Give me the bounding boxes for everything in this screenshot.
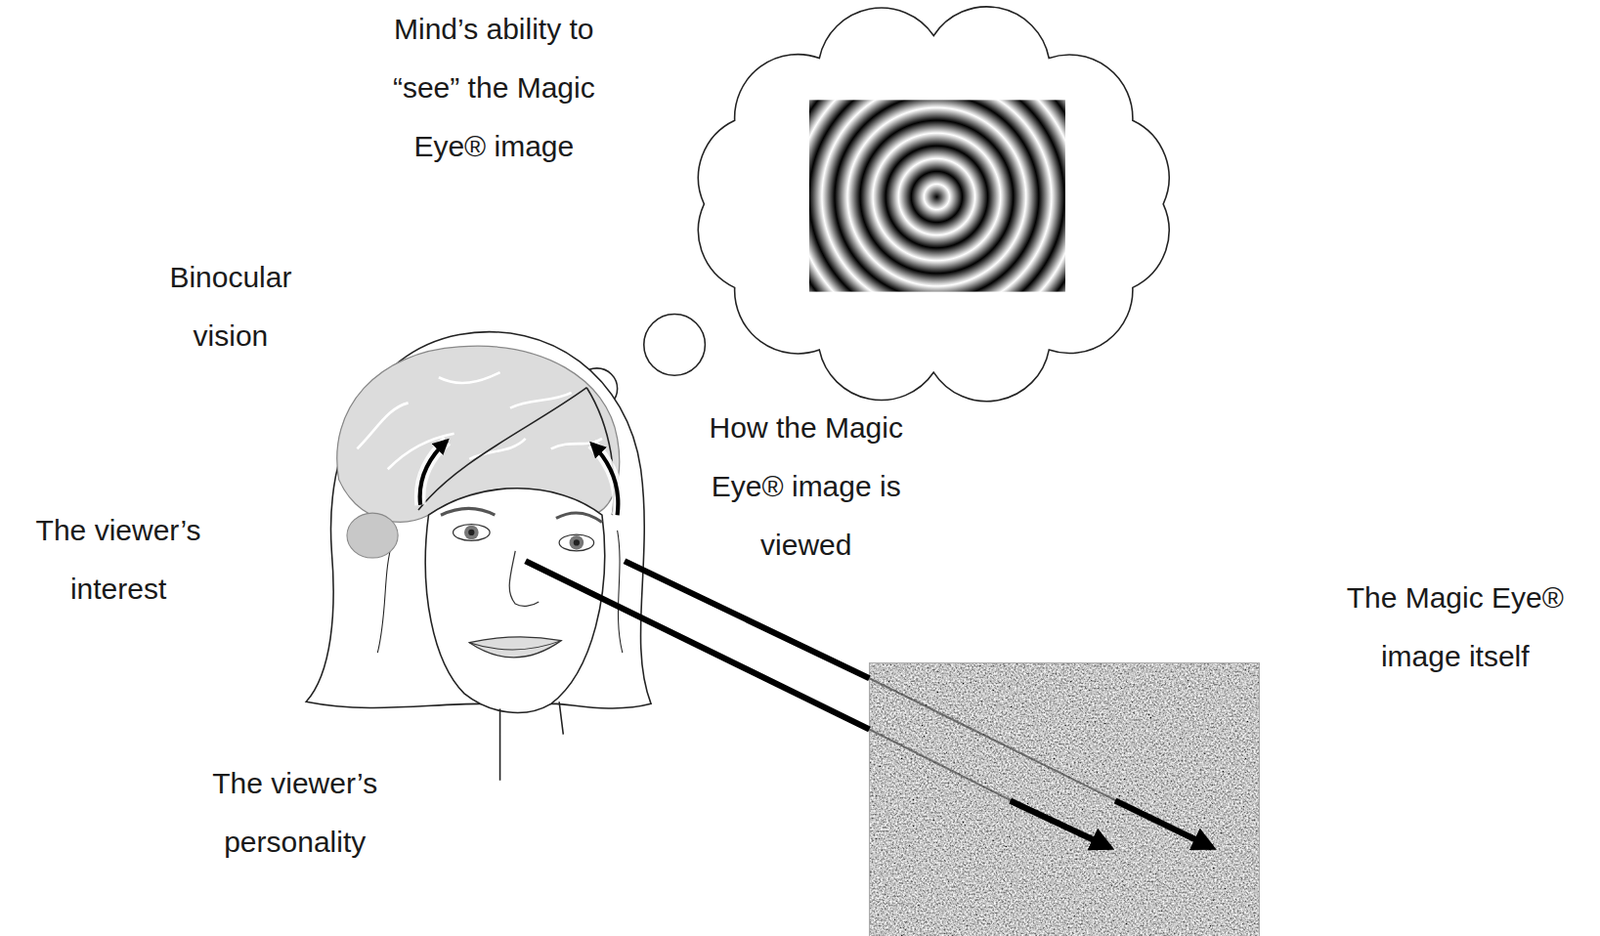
annotation-label: The Magic Eye® image itself <box>1333 568 1578 687</box>
annotation-label: The viewer’s personality <box>197 754 393 872</box>
stereogram-image <box>868 663 1259 936</box>
concentric-rings-image <box>809 99 1066 292</box>
head-illustration <box>305 332 651 781</box>
annotation-label: Mind’s ability to “see” the Magic Eye® i… <box>356 0 631 176</box>
line-of-sight <box>525 561 1213 848</box>
annotation-label: Binocular vision <box>147 248 314 366</box>
thought-bubble <box>644 314 706 377</box>
annotation-label: How the Magic Eye® image is viewed <box>689 398 924 575</box>
thought-cloud <box>697 6 1169 402</box>
annotation-label: The viewer’s interest <box>20 501 217 619</box>
